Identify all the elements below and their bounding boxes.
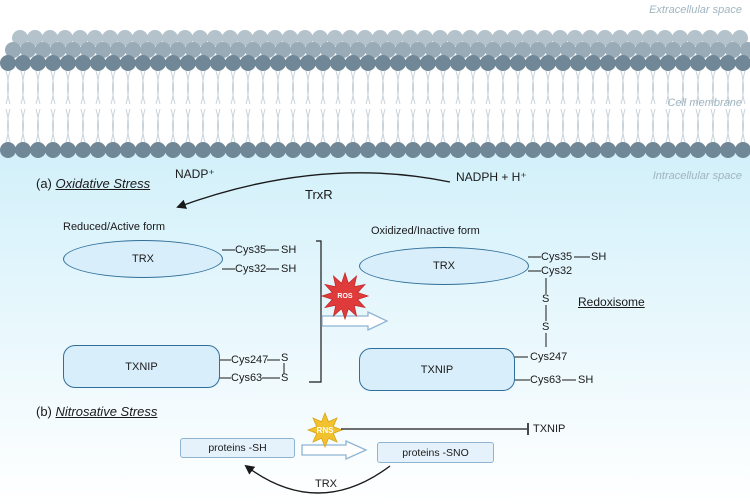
sh-cys63-right: SH xyxy=(578,374,594,386)
cys32-right: Cys32 xyxy=(541,265,573,277)
extracellular-label: Extracellular space xyxy=(649,4,742,16)
txnip-reduced-label: TXNIP xyxy=(125,360,158,373)
s-upper-right: S xyxy=(542,293,550,305)
trx-oxidized-oval: TRX xyxy=(359,247,529,285)
section-a-heading: (a) Oxidative Stress xyxy=(36,177,150,190)
trx-reduced-label: TRX xyxy=(132,253,154,265)
ros-label: ROS xyxy=(337,292,353,300)
trx-bottom-label: TRX xyxy=(315,478,337,490)
membrane-label: Cell membrane xyxy=(667,97,742,109)
rns-label: RNS xyxy=(316,425,334,435)
s-cys247-left: S xyxy=(281,352,289,364)
txnip-inhibited-label: TXNIP xyxy=(533,423,566,435)
txnip-oxidized-box: TXNIP xyxy=(359,348,515,391)
sh-cys35-left: SH xyxy=(281,244,297,256)
cys63-right: Cys63 xyxy=(530,374,562,386)
rns-star-icon xyxy=(306,411,344,449)
trx-reduced-oval: TRX xyxy=(63,240,223,278)
section-b-title: Nitrosative Stress xyxy=(55,404,158,419)
oxidation-arrow xyxy=(321,310,389,332)
cys32-left: Cys32 xyxy=(235,263,267,275)
intracellular-label: Intracellular space xyxy=(652,170,742,182)
membrane-lipid-tails xyxy=(5,70,746,143)
cys247-left: Cys247 xyxy=(231,354,269,366)
nitrosylation-arrow xyxy=(301,439,368,461)
txnip-oxidized-label: TXNIP xyxy=(420,363,454,376)
section-b-heading: (b) Nitrosative Stress xyxy=(36,405,157,418)
proteins-sno-box: proteins -SNO xyxy=(377,442,494,463)
trxr-arrow xyxy=(176,172,451,209)
cys63-left: Cys63 xyxy=(231,372,263,384)
membrane-outer-heads xyxy=(0,55,750,71)
section-a-title: Oxidative Stress xyxy=(55,176,151,191)
cys247-right: Cys247 xyxy=(530,351,568,363)
cys35-right: Cys35 xyxy=(541,251,573,263)
membrane-inner-heads xyxy=(0,142,750,158)
s-lower-right: S xyxy=(542,321,550,333)
proteins-sh-box: proteins -SH xyxy=(180,438,295,458)
proteins-sh-label: proteins -SH xyxy=(208,442,267,454)
reduced-form-label: Reduced/Active form xyxy=(63,221,166,233)
oxidized-form-label: Oxidized/Inactive form xyxy=(371,225,480,237)
ros-burst-icon xyxy=(320,271,370,321)
trx-oxidized-label: TRX xyxy=(433,260,455,272)
section-b-letter: (b) xyxy=(36,404,52,419)
nadph-label: NADPH + H⁺ xyxy=(456,170,527,184)
membrane-back-heads xyxy=(5,30,750,58)
txnip-reduced-box: TXNIP xyxy=(63,345,220,388)
complex-bracket xyxy=(309,240,322,383)
sh-cys32-left: SH xyxy=(281,263,297,275)
trxr-label: TrxR xyxy=(305,187,333,202)
redoxisome-label: Redoxisome xyxy=(578,295,645,309)
nadp-label: NADP⁺ xyxy=(175,167,215,181)
sh-cys35-right: SH xyxy=(591,251,607,263)
section-a-letter: (a) xyxy=(36,176,52,191)
proteins-sno-label: proteins -SNO xyxy=(402,446,469,459)
cys35-left: Cys35 xyxy=(235,244,267,256)
s-cys63-left: S xyxy=(281,372,289,384)
trx-return-arrow xyxy=(244,464,391,494)
